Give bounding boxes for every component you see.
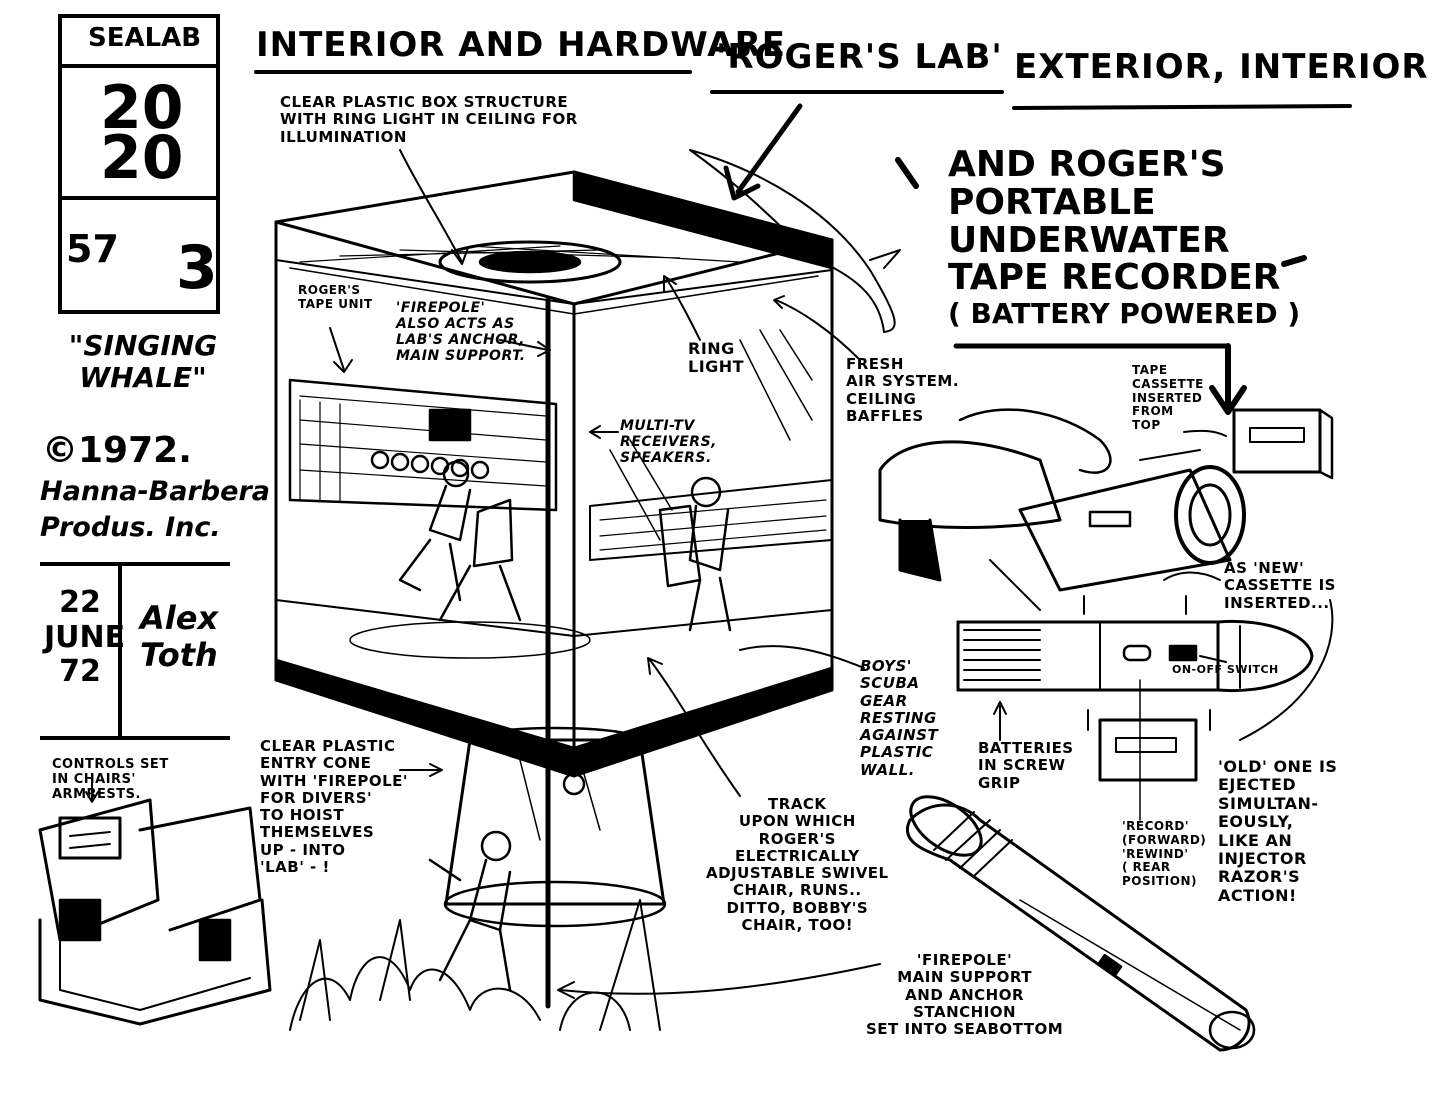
arrows-down-cassette xyxy=(1083,595,1211,731)
note-new-cassette: AS 'NEW' CASSETTE IS INSERTED... xyxy=(1224,559,1336,612)
date-box-bottom xyxy=(40,736,230,740)
seaweed xyxy=(289,956,541,1031)
note-entry-cone: CLEAR PLASTIC ENTRY CONE WITH 'FIREPOLE'… xyxy=(260,737,408,876)
dash-left-heading xyxy=(895,157,919,189)
ring-light-shape xyxy=(438,240,622,284)
arrow-scuba xyxy=(739,645,865,669)
arrow-firepole-main xyxy=(559,963,881,995)
note-controls: CONTROLS SET in CHAIRS' ARMRESTS. xyxy=(52,757,169,802)
heading-rogers-lab: 'ROGER'S LAB' xyxy=(716,37,1003,77)
heading-interior-hardware: INTERIOR and HARDWARE xyxy=(256,25,786,65)
fraction-numerator: 57 xyxy=(66,227,119,271)
date-box-divider xyxy=(118,562,122,740)
note-old-one-ejected: 'OLD' ONE IS EJECTED SIMULTAN- EOUSLY, L… xyxy=(1218,757,1338,905)
note-cassette-top: TAPE CASSETTE INSERTED FROM TOP xyxy=(1132,363,1204,433)
note-ring-light: RING LIGHT xyxy=(688,339,745,377)
arrow-ring-light xyxy=(399,149,463,263)
title-block-label-underline xyxy=(58,64,220,68)
arrow-track xyxy=(649,659,741,797)
heading-recorder-subtitle: ( BATTERY POWERED ) xyxy=(948,297,1301,330)
pointer-arrow-to-lab xyxy=(735,103,803,195)
lab-box xyxy=(274,170,834,778)
arrow-cassette xyxy=(1183,429,1227,437)
date-box-frame xyxy=(40,562,230,566)
recorder-held xyxy=(1018,449,1246,592)
arrow-old-one xyxy=(1239,599,1334,741)
fraction-denominator: 3 xyxy=(176,233,218,303)
copyright-year: ©1972. xyxy=(42,430,192,471)
note-scuba-gear: BOYS' SCUBA GEAR RESTING AGAINST PLASTIC… xyxy=(860,657,939,779)
note-box-structure: CLEAR PLASTIC BOX STRUCTURE WITH RING LI… xyxy=(280,93,578,146)
episode-title: "SINGING WHALE" xyxy=(68,329,218,395)
company-name-line-2: Produs. Inc. xyxy=(40,512,221,543)
note-firepole-main: 'FIREPOLE' MAIN SUPPORT and ANCHOR STANC… xyxy=(866,951,1064,1038)
show-title-label: SEALAB xyxy=(88,23,202,53)
entry-cone xyxy=(443,726,667,928)
diver-figure xyxy=(428,830,512,992)
figure-bobby xyxy=(658,476,732,632)
artist-signature: Alex Toth xyxy=(140,599,219,674)
arrow-on-off xyxy=(1199,655,1227,663)
note-firepole-anchor: 'FIREPOLE' ALSO ACTS AS LAB'S ANCHOR, MA… xyxy=(396,300,526,365)
title-block-fraction-box xyxy=(58,196,220,314)
heading-recorder: and ROGER'S PORTABLE UNDERWATER TAPE REC… xyxy=(948,144,1281,299)
recorder-perspective xyxy=(906,795,1256,1052)
year-top: 20 xyxy=(100,73,184,143)
heading-exterior-interior: EXTERIOR, INTERIOR xyxy=(1014,47,1429,87)
cassette-ejected xyxy=(1098,718,1198,782)
year-bottom: 20 xyxy=(100,123,184,193)
note-batteries: BATTERIES IN SCREW GRIP xyxy=(978,739,1074,792)
note-tape-unit: ROGER'S TAPE UNIT xyxy=(298,283,373,311)
arrow-new-cassette xyxy=(1163,571,1221,581)
arrow-ring-light-2 xyxy=(665,277,701,341)
cassette-top-right xyxy=(1232,408,1334,480)
armrest-controls-sketch xyxy=(38,777,272,1026)
figure-roger xyxy=(398,460,522,622)
arrow-air-system xyxy=(775,299,861,361)
arrow-tape-unit xyxy=(329,327,345,371)
note-track: TRACK UPON WHICH ROGER'S ELECTRICALLY AD… xyxy=(706,795,889,934)
dash-right-heading xyxy=(1281,255,1307,267)
right-console xyxy=(589,479,833,561)
drawing-date: 22 JUNE 72 xyxy=(44,585,126,689)
control-console xyxy=(288,378,558,512)
arrow-firepole xyxy=(499,339,549,351)
title-block-top xyxy=(58,14,220,200)
underline-exterior xyxy=(1012,104,1352,110)
company-name-line-1: Hanna-Barbera xyxy=(40,476,270,507)
note-record-rewind: 'RECORD' (FORWARD) 'REWIND' ( REAR POSIT… xyxy=(1122,819,1207,889)
hand-with-recorder xyxy=(878,408,1112,611)
recorder-side-view xyxy=(956,619,1314,693)
